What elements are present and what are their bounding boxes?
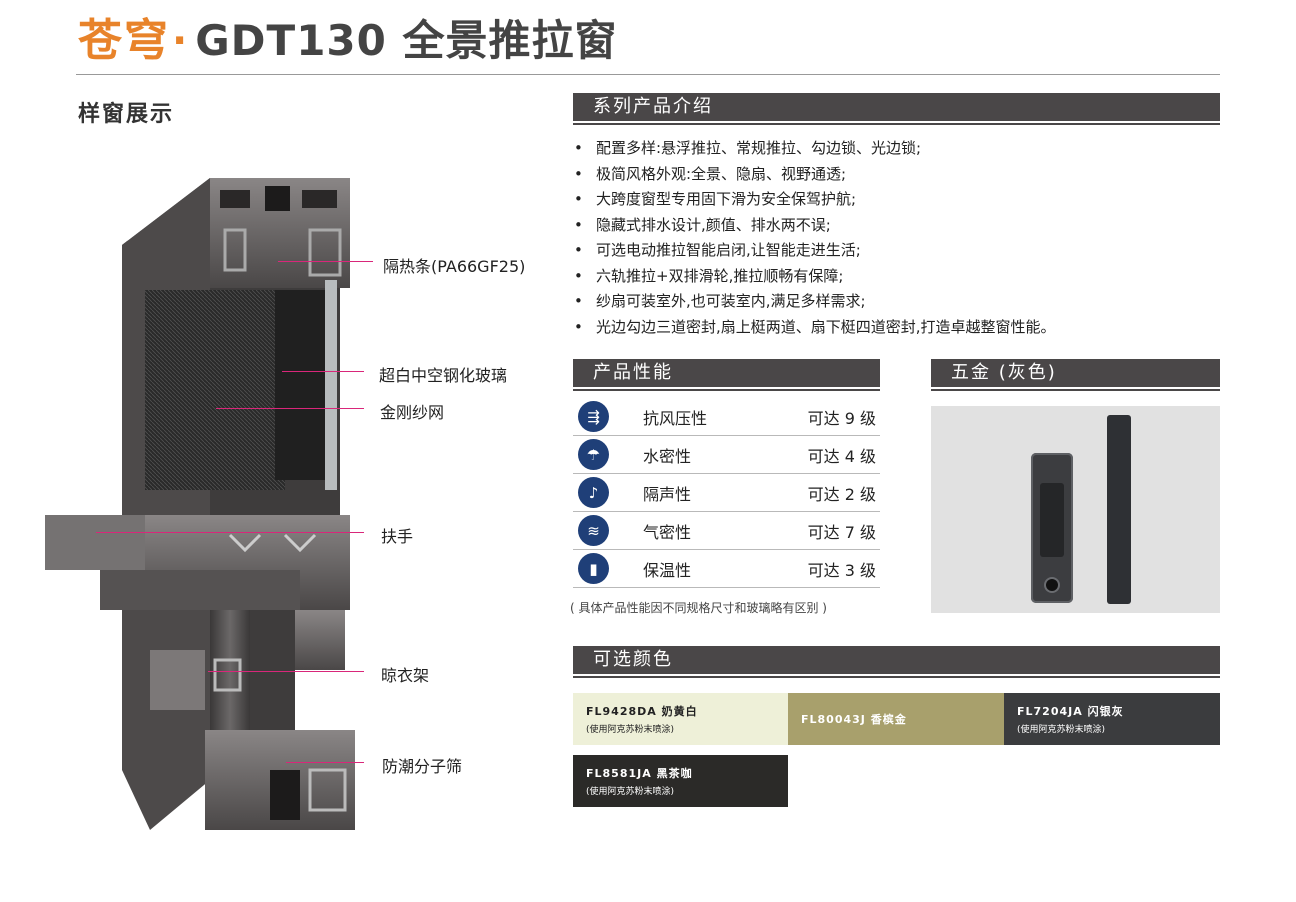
title-divider xyxy=(76,74,1220,75)
water-tightness-icon: ☂ xyxy=(578,439,609,470)
performance-row: ♪ 隔声性 可达 2 级 xyxy=(573,474,880,512)
colors-section-bar: 可选颜色 xyxy=(573,646,1220,674)
performance-row: ☂ 水密性 可达 4 级 xyxy=(573,436,880,474)
color-swatch-black-coffee: FL8581JA 黑茶咖 (使用阿克苏粉末喷涂) xyxy=(573,755,788,807)
feature-item: 隐藏式排水设计,颜值、排水两不误; xyxy=(574,213,1214,239)
series-section-underline xyxy=(573,123,1220,125)
callout-line-glass xyxy=(282,371,364,372)
title-dot: · xyxy=(172,18,188,64)
swatch-sub: (使用阿克苏粉末喷涂) xyxy=(586,787,675,797)
sample-section-title: 样窗展示 xyxy=(78,102,175,127)
performance-row: ⇶ 抗风压性 可达 9 级 xyxy=(573,398,880,436)
performance-name: 抗风压性 xyxy=(643,408,708,428)
thermal-insulation-icon: ▮ xyxy=(578,553,609,584)
series-feature-list: 配置多样:悬浮推拉、常规推拉、勾边锁、光边锁; 极简风格外观:全景、隐扇、视野通… xyxy=(574,136,1214,340)
performance-name: 保温性 xyxy=(643,560,692,580)
brand-name: 苍穹 xyxy=(78,15,170,66)
feature-item: 可选电动推拉智能启闭,让智能走进生活; xyxy=(574,238,1214,264)
series-section-bar: 系列产品介绍 xyxy=(573,93,1220,121)
feature-item: 配置多样:悬浮推拉、常规推拉、勾边锁、光边锁; xyxy=(574,136,1214,162)
lock-icon xyxy=(1031,453,1073,603)
swatch-sub: (使用阿克苏粉末喷涂) xyxy=(1017,725,1106,735)
performance-row: ▮ 保温性 可达 3 级 xyxy=(573,550,880,588)
color-swatch-champagne-gold: FL80043J 香槟金 xyxy=(788,693,1004,745)
air-tightness-icon: ≋ xyxy=(578,515,609,546)
callout-drying-rack: 晾衣架 xyxy=(381,666,430,685)
callout-handrail: 扶手 xyxy=(381,527,414,546)
performance-value: 可达 9 级 xyxy=(807,408,876,428)
keyhole-icon xyxy=(1046,579,1058,591)
swatch-name: FL80043J 香槟金 xyxy=(801,713,907,726)
performance-name: 水密性 xyxy=(643,446,692,466)
handle-icon xyxy=(1107,415,1131,604)
hardware-section-underline xyxy=(931,389,1220,391)
feature-item: 纱扇可装室外,也可装室内,满足多样需求; xyxy=(574,289,1214,315)
performance-value: 可达 4 级 xyxy=(807,446,876,466)
callout-glass: 超白中空钢化玻璃 xyxy=(379,366,508,385)
performance-row: ≋ 气密性 可达 7 级 xyxy=(573,512,880,550)
callout-mesh: 金刚纱网 xyxy=(380,403,445,422)
performance-name: 隔声性 xyxy=(643,484,692,504)
colors-section-underline xyxy=(573,676,1220,678)
callout-line-mesh xyxy=(216,408,364,409)
callout-line-handrail xyxy=(96,532,364,533)
swatch-name: FL9428DA 奶黄白 xyxy=(586,705,698,718)
feature-item: 大跨度窗型专用固下滑为安全保驾护航; xyxy=(574,187,1214,213)
swatch-sub: (使用阿克苏粉末喷涂) xyxy=(586,725,675,735)
feature-item: 极简风格外观:全景、隐扇、视野通透; xyxy=(574,162,1214,188)
color-swatch-flash-silver: FL7204JA 闪银灰 (使用阿克苏粉末喷涂) xyxy=(1004,693,1220,745)
sound-insulation-icon: ♪ xyxy=(578,477,609,508)
swatch-name: FL7204JA 闪银灰 xyxy=(1017,705,1124,718)
callout-line-thermal-strip xyxy=(278,261,373,262)
callout-line-drying-rack xyxy=(208,671,364,672)
callout-thermal-strip: 隔热条(PA66GF25) xyxy=(383,257,526,276)
swatch-name: FL8581JA 黑茶咖 xyxy=(586,767,693,780)
hardware-photo xyxy=(931,406,1220,613)
performance-table: ⇶ 抗风压性 可达 9 级 ☂ 水密性 可达 4 级 ♪ 隔声性 可达 2 级 … xyxy=(573,398,880,588)
performance-value: 可达 2 级 xyxy=(807,484,876,504)
performance-name: 气密性 xyxy=(643,522,692,542)
feature-item: 六轨推拉+双排滑轮,推拉顺畅有保障; xyxy=(574,264,1214,290)
feature-item: 光边勾边三道密封,扇上梃两道、扇下梃四道密封,打造卓越整窗性能。 xyxy=(574,315,1214,341)
callout-molecular-sieve: 防潮分子筛 xyxy=(382,757,463,776)
performance-section-bar: 产品性能 xyxy=(573,359,880,387)
wind-pressure-icon: ⇶ xyxy=(578,401,609,432)
color-swatch-milk-white: FL9428DA 奶黄白 (使用阿克苏粉末喷涂) xyxy=(573,693,788,745)
hardware-section-bar: 五金 (灰色) xyxy=(931,359,1220,387)
window-section-illustration xyxy=(45,178,355,830)
performance-section-underline xyxy=(573,389,880,391)
performance-note: ( 具体产品性能因不同规格尺寸和玻璃略有区别 ) xyxy=(570,601,827,615)
performance-value: 可达 7 级 xyxy=(807,522,876,542)
performance-value: 可达 3 级 xyxy=(807,560,876,580)
callout-line-molecular-sieve xyxy=(286,762,364,763)
lock-slot xyxy=(1040,483,1064,557)
model-name: GDT130 全景推拉窗 xyxy=(195,16,618,65)
page-title: 苍穹 · GDT130 全景推拉窗 xyxy=(78,10,617,70)
